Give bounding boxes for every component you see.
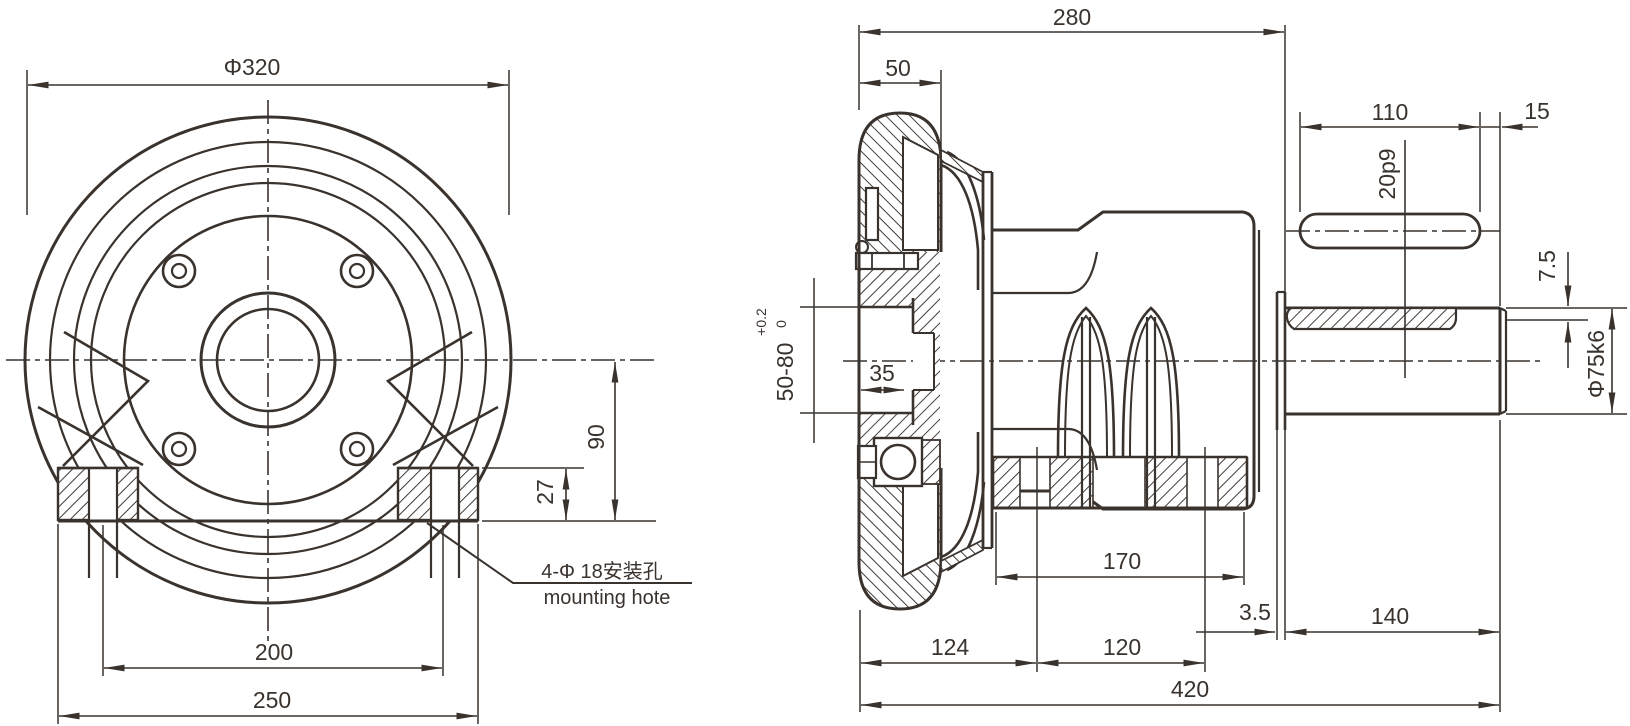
dim-bore-depth-label: 35 bbox=[869, 360, 895, 386]
shaft-key-section bbox=[1285, 306, 1458, 331]
dim-seg-body-label: 120 bbox=[1103, 634, 1141, 660]
front-view-drawing: Φ320 200 250 90 27 bbox=[6, 54, 692, 724]
dim-overall-depth bbox=[858, 25, 1286, 292]
dim-key-depth bbox=[1506, 252, 1627, 368]
dim-key-to-end-label: 15 bbox=[1524, 98, 1550, 124]
dim-center-to-base-label: 90 bbox=[583, 424, 609, 450]
dim-outer-diameter bbox=[26, 70, 510, 215]
dim-overall-length-label: 420 bbox=[1171, 676, 1209, 702]
dim-foot-height-label: 27 bbox=[532, 479, 558, 505]
mounting-feet bbox=[56, 466, 480, 578]
dim-bore-tol-upper-label: +0.2 bbox=[753, 308, 769, 336]
dim-base-width-label: 250 bbox=[253, 687, 291, 713]
mounting-hole-note: 4-Φ 18安装孔 mounting hote bbox=[426, 522, 692, 609]
dim-shaft-length-label: 140 bbox=[1371, 603, 1409, 629]
dim-segments bbox=[859, 447, 1206, 712]
input-bore bbox=[859, 298, 935, 425]
mounting-hole-note-cn: 4-Φ 18安装孔 bbox=[541, 560, 663, 583]
dim-center-to-base bbox=[482, 362, 656, 522]
dim-hole-spacing bbox=[102, 525, 444, 676]
side-view-drawing: 280 50 110 15 20p9 7.5 bbox=[753, 4, 1627, 712]
body-foot-section bbox=[991, 455, 1249, 510]
dim-shaft-length bbox=[1286, 420, 1501, 712]
dim-shoulder-gap-label: 3.5 bbox=[1239, 599, 1271, 625]
dim-shaft-diameter-label: Φ75k6 bbox=[1583, 330, 1609, 398]
mounting-hole-note-en: mounting hote bbox=[544, 587, 671, 609]
clamp-bolt bbox=[854, 251, 920, 271]
dim-hub-depth-label: 50 bbox=[885, 55, 911, 81]
dim-key-width-label: 20p9 bbox=[1374, 148, 1400, 199]
dim-bore-range-label: 50-80 bbox=[772, 343, 798, 402]
flange-bolt-holes bbox=[161, 253, 375, 467]
dim-base-width bbox=[57, 524, 479, 724]
dim-key-length-label: 110 bbox=[1372, 99, 1409, 125]
ball-bearing bbox=[856, 436, 941, 488]
input-housing-outline bbox=[857, 111, 943, 611]
dim-outer-diameter-label: Φ320 bbox=[224, 54, 281, 80]
dim-bore-range bbox=[800, 278, 858, 443]
dim-pad-length-label: 170 bbox=[1103, 548, 1141, 574]
dim-hub-depth bbox=[860, 70, 942, 160]
keyway-detail bbox=[1286, 140, 1500, 378]
dim-key-length bbox=[1299, 112, 1538, 306]
mounting-face-plate bbox=[981, 170, 994, 550]
support-ribs bbox=[37, 330, 499, 467]
dim-bore-tol-lower-label: 0 bbox=[773, 320, 789, 328]
dim-hole-spacing-label: 200 bbox=[255, 639, 293, 665]
dim-overall-depth-label: 280 bbox=[1053, 4, 1091, 30]
dim-seg-flange-label: 124 bbox=[931, 634, 970, 660]
through-bolts bbox=[1056, 306, 1181, 508]
shaft-shoulder-disc bbox=[1275, 290, 1287, 640]
dim-shaft-diameter bbox=[1506, 309, 1627, 415]
dim-key-depth-label: 7.5 bbox=[1534, 250, 1560, 282]
seal-slot bbox=[864, 186, 880, 242]
dim-pad-length bbox=[995, 512, 1245, 585]
dim-foot-height bbox=[482, 467, 584, 520]
